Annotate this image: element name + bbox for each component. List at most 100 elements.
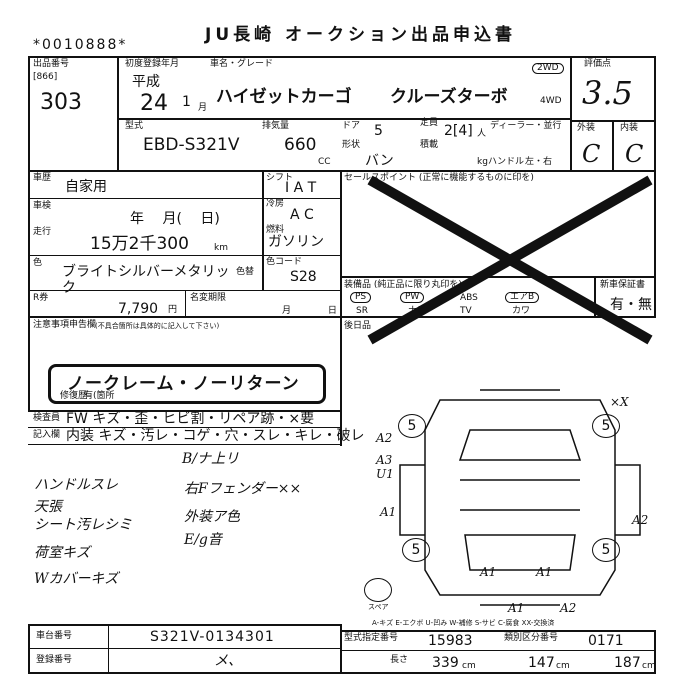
- damage-legend: A-キズ E-エクボ U-凹み W-補修 S-サビ C-腐食 XX-交換済: [372, 619, 555, 627]
- spec-box: [340, 630, 656, 674]
- equip-navi: ナビ: [408, 306, 427, 316]
- hw-paint: 外装ア色: [184, 509, 240, 525]
- frame-number-value: S321V-0134301: [150, 629, 275, 645]
- displacement-value: 660: [284, 135, 317, 155]
- recycle-value: 7,790: [118, 301, 159, 317]
- equip-airbag: エアB: [505, 292, 540, 303]
- drive-4wd: 4WD: [540, 96, 562, 106]
- score-value: 3.5: [582, 74, 633, 112]
- hw-engine-sound: E/g音: [184, 532, 222, 548]
- cross-out-mark: [367, 175, 653, 345]
- hw-note-3: シート汚レシミ: [34, 517, 132, 533]
- name-change-label: 名変期限: [190, 293, 227, 303]
- spare-tire-icon: [364, 578, 392, 602]
- shape-label: 形状: [342, 140, 361, 150]
- color-value: ブライトシルバーメタリック: [62, 264, 230, 296]
- damage-mark-a2-left: A2: [376, 431, 393, 445]
- color-change-label: 色替: [236, 267, 255, 277]
- damage-mark-a2-right: A2: [632, 513, 649, 527]
- handle-label: ハンドル: [488, 157, 525, 167]
- name-change-value: 月 日: [282, 306, 337, 316]
- length-value: 339: [432, 655, 459, 671]
- damage-mark-xx-mirror: ×X: [610, 395, 629, 409]
- equip-pw: PW: [400, 292, 425, 303]
- hw-note-2: 天張: [34, 499, 62, 515]
- tire-front-right-tread: 5: [592, 414, 620, 438]
- entry-label: 記入欄: [33, 430, 61, 440]
- doors-label: ドア: [342, 121, 361, 131]
- damage-mark-a1-rear-left: A1: [480, 565, 497, 579]
- height-value: 187: [614, 655, 641, 671]
- hw-fender: 右Fフェンダー××: [184, 481, 302, 497]
- class-no-label: 類別区分番号: [504, 633, 559, 643]
- model-id-label: 型式指定番号: [344, 633, 399, 643]
- equip-tv: TV: [460, 306, 472, 316]
- color-label: 色: [33, 258, 43, 268]
- damage-mark-a1-rear-right: A1: [536, 565, 553, 579]
- mileage-label: 走行: [33, 227, 52, 237]
- plate-label: 登録番号: [36, 655, 73, 665]
- equipment-box: [340, 276, 656, 318]
- capacity-label: 定員: [420, 118, 439, 128]
- model-id-value: 15983: [428, 633, 473, 649]
- exterior-grade: C: [582, 140, 601, 168]
- shape-value: バン: [365, 153, 394, 169]
- tire-rear-left-tread: 5: [402, 538, 430, 562]
- width-unit: cm: [556, 661, 570, 671]
- dealer-label: ディーラー・並行: [490, 121, 562, 131]
- length-label: 長さ: [390, 655, 409, 665]
- car-damage-diagram: [399, 389, 641, 606]
- interior-label: 内装: [620, 123, 639, 133]
- drive-2wd-selected: 2WD: [532, 63, 564, 74]
- registration-month-unit: 月: [198, 103, 208, 113]
- ac-value: A C: [290, 207, 314, 223]
- hw-b-pillar: B/ナ上リ: [182, 451, 240, 467]
- ac-label: 冷房: [266, 199, 285, 209]
- frame-number-label: 車台番号: [36, 631, 73, 641]
- no-claim-stamp: ノークレーム・ノーリターン: [48, 364, 326, 404]
- inspector-line-1: FW キズ・歪・ヒビ割・リペア跡・×要: [66, 411, 315, 427]
- damage-mark-a1-left: A1: [380, 505, 397, 519]
- repair-history-label: 修復歴: [60, 391, 88, 401]
- equip-ps: PS: [350, 292, 372, 303]
- lot-number: 303: [40, 90, 82, 115]
- equip-leather: カワ: [512, 306, 531, 316]
- shaken-label: 車検: [33, 201, 52, 211]
- car-grade: クルーズターボ: [390, 87, 508, 107]
- color-code-value: S28: [290, 269, 317, 285]
- notes-label: 注意事項申告欄: [33, 320, 97, 330]
- usage-type: 自家用: [65, 179, 107, 195]
- equip-sr: SR: [356, 306, 368, 316]
- width-value: 147: [528, 655, 555, 671]
- hw-note-4: 荷室キズ: [34, 545, 90, 561]
- history-label: 車歴: [33, 173, 52, 183]
- displacement-unit: CC: [318, 157, 331, 167]
- plate-value: メ、: [214, 653, 242, 669]
- hw-note-1: ハンドルスレ: [34, 477, 118, 493]
- equipment-label: 装備品 (純正品に限り丸印を): [344, 280, 462, 290]
- color-code-label: 色コード: [266, 257, 303, 267]
- fuel-label: 燃料: [266, 225, 285, 235]
- damage-mark-a1-bumper: A1: [508, 601, 525, 615]
- serial-number: *0010888*: [33, 37, 128, 53]
- interior-grade: C: [625, 140, 644, 168]
- lot-code: [866]: [33, 72, 58, 82]
- notes-sublabel: (不具合箇所は具体的に記入して下さい): [95, 322, 220, 330]
- inspector-line-2: 内装 キズ・汚レ・コゲ・穴・スレ・キレ・破レ: [66, 428, 365, 444]
- registration-label: 初度登録年月: [125, 59, 180, 69]
- inspector-label: 検査員: [33, 413, 61, 423]
- exterior-label: 外装: [577, 123, 596, 133]
- spare-label: スペア: [368, 603, 389, 611]
- shift-label: シフト: [266, 173, 294, 183]
- hw-note-5: Wカバーキズ: [34, 571, 119, 587]
- handle-value: 左・右: [525, 157, 553, 167]
- warranty-value: 有・無: [610, 297, 652, 313]
- length-unit: cm: [462, 661, 476, 671]
- tire-rear-right-tread: 5: [592, 538, 620, 562]
- shaken-value: 年 月( 日): [130, 211, 220, 227]
- car-name-label: 車名・グレード: [210, 59, 274, 69]
- model-code: EBD-S321V: [143, 135, 240, 155]
- damage-mark-a2-bumper: A2: [560, 601, 577, 615]
- repair-history-value: 有(箇所: [84, 391, 115, 401]
